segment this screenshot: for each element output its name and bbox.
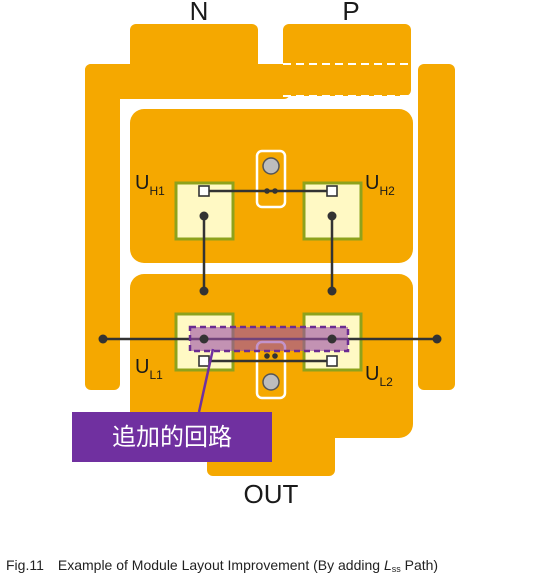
terminal-n-label: N bbox=[190, 0, 209, 26]
p-terminal-copper bbox=[283, 24, 455, 390]
callout-label: 追加的回路 bbox=[112, 423, 232, 451]
gate-pad-bottom bbox=[255, 340, 287, 400]
callout-leader bbox=[197, 348, 215, 413]
added-lss-path bbox=[188, 325, 350, 353]
source-pads bbox=[198, 185, 338, 367]
device-ul1-label: UL1 bbox=[135, 356, 163, 382]
device-ul2-label: UL2 bbox=[365, 363, 393, 389]
n-terminal-copper bbox=[85, 24, 290, 390]
device-uh1-label: UH1 bbox=[135, 172, 165, 198]
callout: 追加的回路 bbox=[72, 348, 272, 462]
callout-box bbox=[72, 412, 272, 462]
device-uh2-label: UH2 bbox=[365, 172, 395, 198]
terminal-out-label: OUT bbox=[244, 479, 299, 509]
gate-pad-top bbox=[255, 149, 287, 209]
terminal-p-label: P bbox=[342, 0, 359, 26]
wire-nodes bbox=[98, 188, 442, 359]
